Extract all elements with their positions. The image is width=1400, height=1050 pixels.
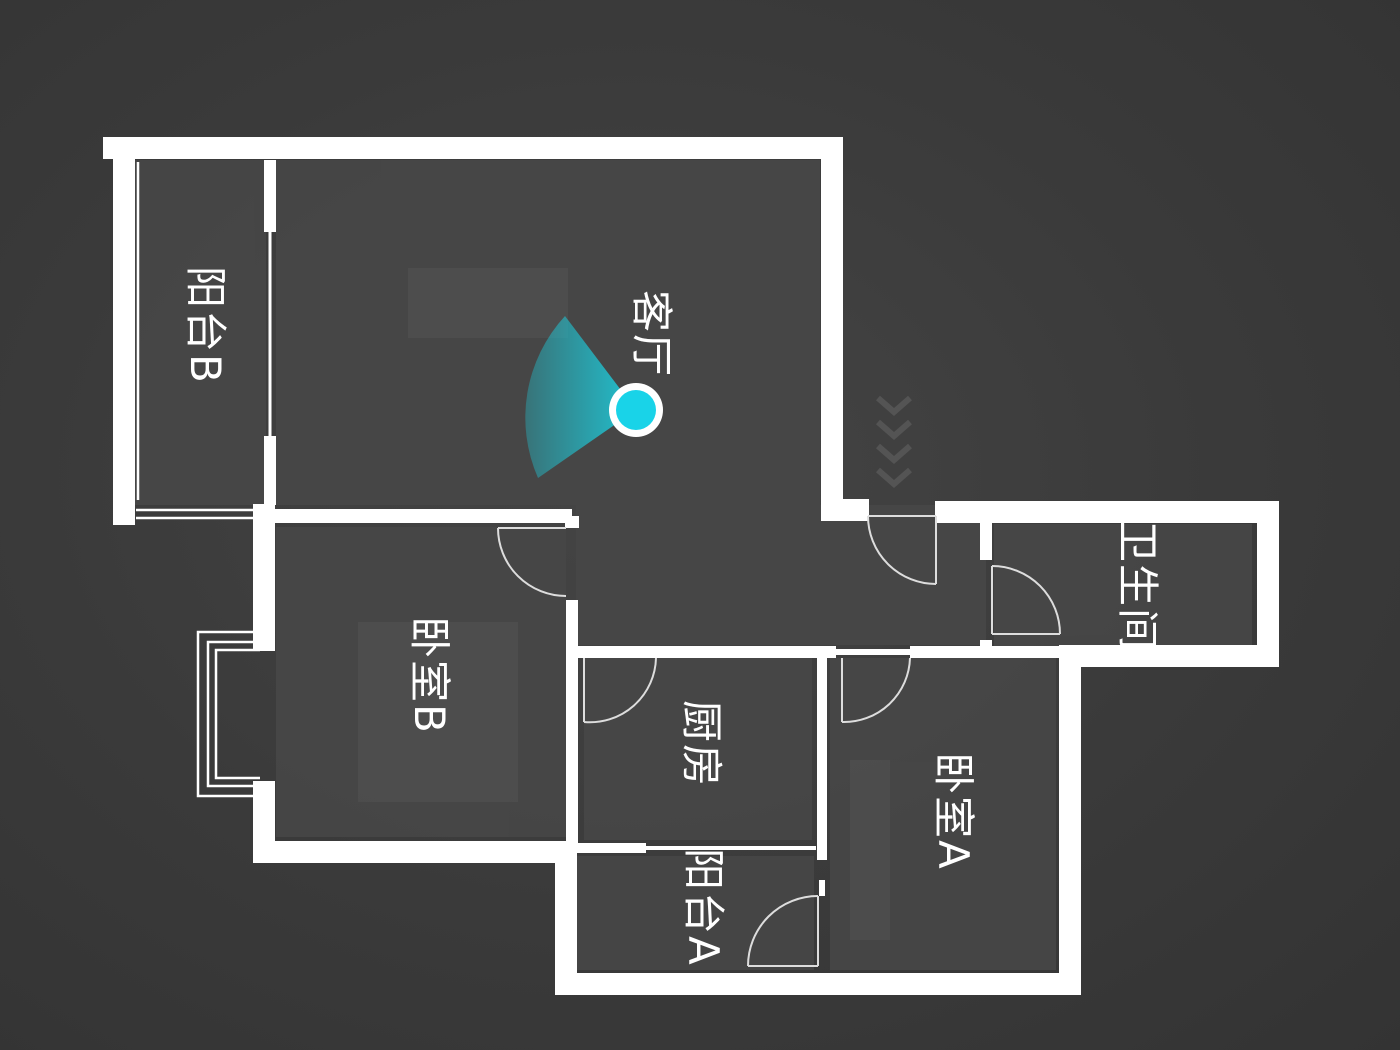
bedroom-a-wardrobe	[850, 760, 890, 940]
furniture-shapes	[358, 268, 890, 940]
room-label-bedroom-b[interactable]: 卧室B	[405, 616, 454, 735]
room-fill-balcony-b[interactable]	[134, 160, 266, 505]
room-label-bedroom-a[interactable]: 卧室A	[929, 752, 978, 871]
room-label-balcony-a[interactable]: 阳台A	[679, 848, 728, 967]
door-swings	[497, 515, 1061, 967]
current-location-marker[interactable]	[609, 383, 663, 437]
viewing-direction-cone	[525, 316, 636, 478]
walls	[103, 137, 1279, 995]
windows	[130, 162, 260, 798]
room-fill-hall[interactable]	[576, 505, 986, 645]
room-fill-balcony-a[interactable]	[576, 856, 814, 970]
room-label-bathroom[interactable]: 卫生间	[1113, 520, 1162, 653]
room-fills	[134, 160, 1252, 970]
room-fill-bathroom[interactable]	[994, 524, 1252, 646]
inner-walls	[264, 160, 1064, 972]
entrance-arrows	[876, 395, 912, 488]
room-label-kitchen[interactable]: 厨房	[677, 700, 726, 789]
bedroom-b-bed	[358, 622, 518, 802]
living-room-sofa	[408, 268, 568, 338]
room-label-living-room[interactable]: 客厅	[627, 290, 676, 379]
room-label-balcony-b[interactable]: 阳台B	[181, 266, 230, 385]
room-fill-kitchen[interactable]	[584, 658, 812, 840]
